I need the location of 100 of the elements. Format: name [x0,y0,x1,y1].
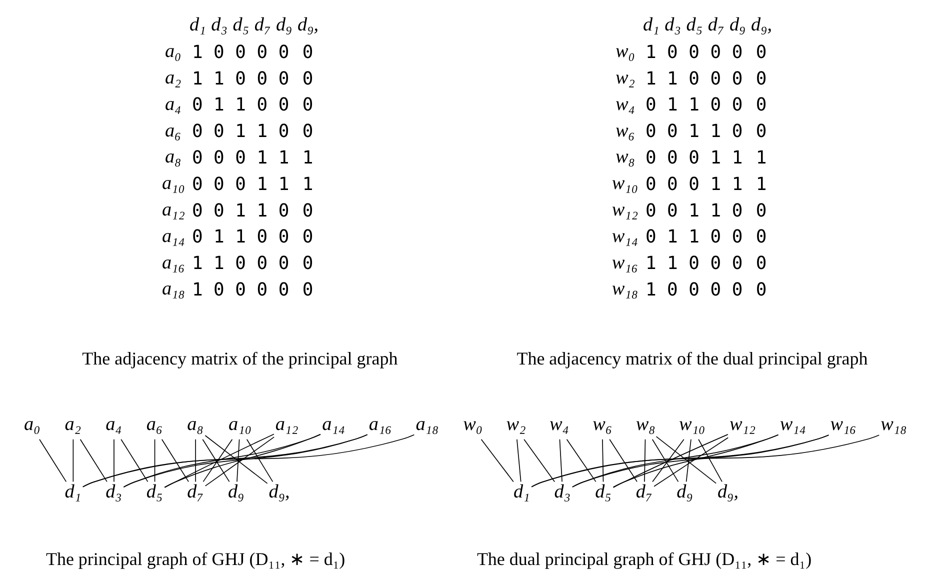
node-text: d₅ [594,481,611,502]
label: 0 [302,68,313,90]
node-text: a₈ [186,414,203,436]
node-text: a₂ [64,414,81,436]
connector [246,438,273,482]
label: 0 [688,148,699,169]
label: 1 [688,121,699,142]
label: 0 [755,94,766,116]
connector [122,434,320,488]
node-text: w₈ [635,414,655,436]
label: 0 [234,42,246,63]
label: 0 [688,174,699,195]
label: 1 [644,42,656,63]
label: w₄ [614,94,634,115]
label: 0 [191,94,202,116]
label: a₂ [164,68,181,89]
label: w₁₀ [611,173,638,194]
label: 0 [755,226,766,248]
node-text: a₁₈ [415,414,438,436]
label: The adjacency matrix of the dual principal graph [516,348,868,368]
label: 0 [278,68,289,90]
node-text: a₄ [105,414,122,436]
label: 0 [191,200,202,222]
label: 0 [213,200,224,222]
label: 0 [302,280,313,300]
label: 1 [234,121,246,142]
label: 0 [234,280,246,300]
label: 0 [278,226,289,248]
label: 0 [710,68,721,90]
label: 1 [191,280,202,300]
label: 0 [234,148,246,169]
label: 1 [755,174,766,195]
node-text: d₅ [146,481,162,502]
label: d₁ [189,14,206,36]
label: 1 [731,148,742,169]
label: 1 [302,174,313,195]
label: 0 [688,42,699,63]
label: 1 [213,226,224,248]
node-text: d₁ [64,481,81,502]
label: 1 [666,226,678,248]
label: d₁ [642,14,659,36]
label: 0 [644,121,656,142]
label: 0 [710,226,721,248]
label: d₇ [254,14,270,36]
label: 0 [278,94,289,116]
connector [164,434,274,488]
node-text: d₉ [227,481,244,502]
label: 1 [710,200,721,222]
label: d₃ [664,14,680,36]
label: 0 [731,200,742,222]
label: 0 [302,42,313,63]
connector [558,438,562,482]
label: 1 [688,226,699,248]
label: 1 [302,148,313,169]
label: 1 [755,148,766,169]
label: 0 [278,253,289,274]
label: w₂ [614,68,634,89]
node-text: w₆ [592,414,612,436]
label: 1 [644,68,656,90]
label: 0 [278,200,289,222]
label: w₀ [614,41,634,62]
label: a₄ [164,94,181,115]
label: d₉ [728,14,746,36]
label: 1 [191,68,202,90]
label: 0 [688,68,699,90]
label: 1 [213,253,224,274]
label: 0 [688,280,699,300]
connector [204,436,274,486]
node-text: w₀ [462,414,482,436]
label: a₈ [164,146,181,168]
label: a₁₄ [161,226,184,247]
node-text: w₁₆ [830,414,856,436]
label: The principal graph of GHJ (D₁₁, ∗ = d₁) [45,548,345,569]
label: 0 [755,68,766,90]
connector [516,438,521,482]
node-text: w₁₈ [880,414,906,436]
label: 0 [278,121,289,142]
node-text: w₂ [506,414,526,436]
label: 0 [731,68,742,90]
connector [612,434,778,488]
label: 1 [234,226,246,248]
label: 0 [302,121,313,142]
label: 0 [256,42,268,63]
label: 0 [755,42,766,63]
label: 0 [256,68,268,90]
label: a₀ [164,41,181,62]
node-text: w₁₂ [728,414,756,436]
label: 0 [278,280,289,300]
label: 0 [710,42,721,63]
label: 0 [191,226,202,248]
connector [698,438,722,482]
node-text: a₁₀ [228,414,251,436]
label: 1 [688,94,699,116]
label: 1 [278,174,289,195]
label: 0 [710,253,721,274]
label: 1 [234,94,246,116]
connector [571,434,778,488]
connector [79,438,107,482]
label: 0 [666,200,678,222]
label: 0 [213,174,224,195]
